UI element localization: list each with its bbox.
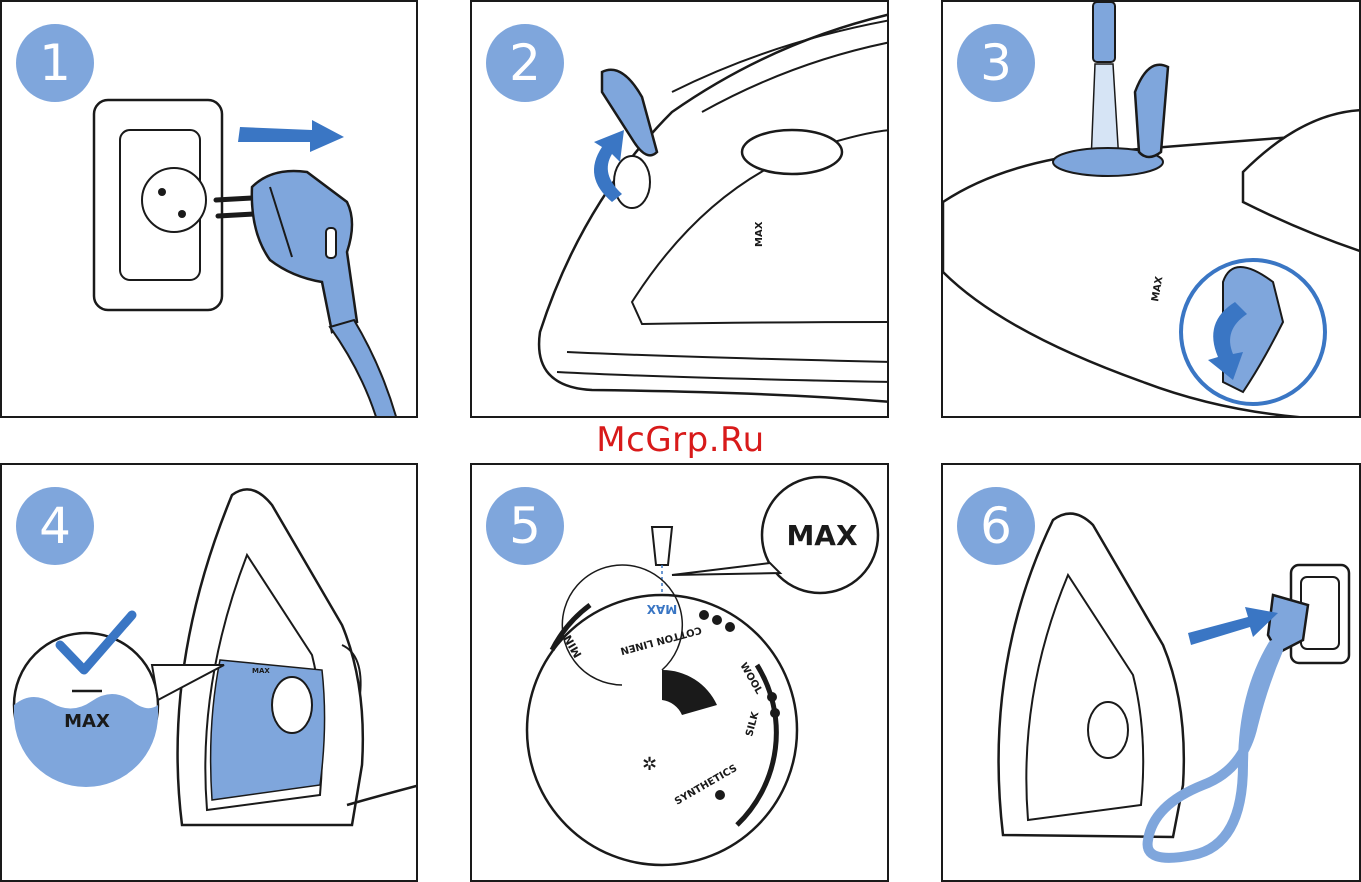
fill-water-illustration: MAX	[943, 2, 1361, 418]
unplug-illustration	[2, 2, 418, 418]
power-cord	[330, 320, 397, 418]
temperature-dial	[742, 130, 842, 174]
max-level-illustration: MAX MAX	[2, 465, 418, 882]
max-label: MAX	[64, 711, 110, 732]
step-2-panel: 2 MAX	[470, 0, 889, 418]
step-1-panel: 1	[0, 0, 418, 418]
max-mark: MAX	[252, 667, 270, 675]
step-3-panel: 3 MAX	[941, 0, 1361, 418]
water-tank	[211, 660, 325, 800]
plug-in-arrow-icon	[1188, 607, 1278, 645]
step-5-panel: 5 MAX ✲ MAX MIN COTTON LINEN WOOL SILK S…	[470, 463, 889, 882]
dial-pointer	[652, 527, 672, 565]
step-4-panel: 4 MAX MAX	[0, 463, 418, 882]
open-cap-illustration: MAX	[472, 2, 889, 418]
dial-max: MAX	[646, 602, 677, 616]
pull-arrow-icon	[238, 120, 344, 152]
watermark: McGrp.Ru	[0, 420, 1361, 460]
water-tap	[1093, 2, 1115, 62]
callout-max: MAX	[786, 519, 858, 552]
plug-in-illustration	[943, 465, 1361, 882]
filling-cap	[1135, 65, 1168, 157]
synthetics-icon: ✲	[642, 754, 657, 775]
dial-max-illustration: MAX ✲ MAX MIN COTTON LINEN WOOL SILK SYN…	[472, 465, 889, 882]
step-6-panel: 6	[941, 463, 1361, 882]
plug	[252, 171, 357, 332]
max-mark: MAX	[754, 221, 765, 247]
